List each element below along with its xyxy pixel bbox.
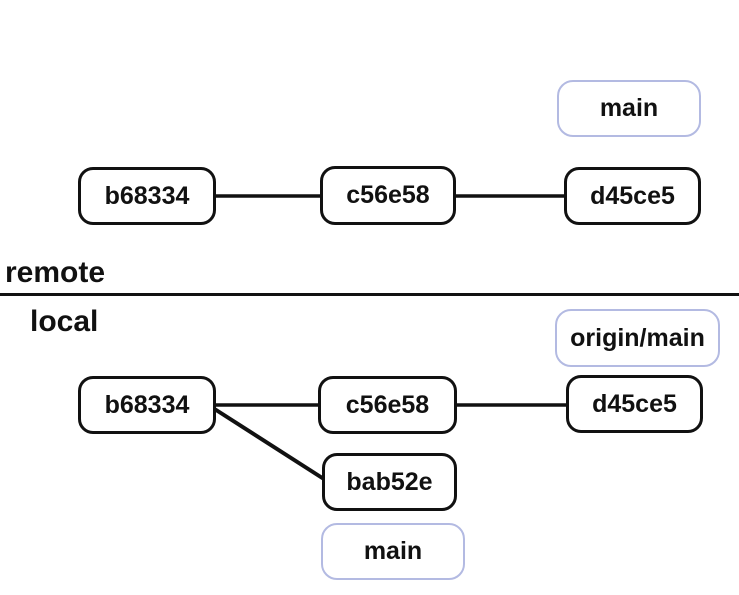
remote-local-divider-line bbox=[0, 293, 739, 296]
commit-node-local-d45ce5: d45ce5 bbox=[566, 375, 703, 433]
commit-node-local-c56e58: c56e58 bbox=[318, 376, 457, 434]
local-branch-connector-line bbox=[211, 406, 329, 483]
branch-label-local-main: main bbox=[321, 523, 465, 580]
commit-node-remote-d45ce5: d45ce5 bbox=[564, 167, 701, 225]
branch-label-local-origin-main: origin/main bbox=[555, 309, 720, 367]
commit-node-remote-b68334: b68334 bbox=[78, 167, 216, 225]
commit-node-remote-c56e58: c56e58 bbox=[320, 166, 456, 225]
section-label-local: local bbox=[30, 305, 99, 338]
commit-node-local-b68334: b68334 bbox=[78, 376, 216, 434]
commit-node-local-bab52e: bab52e bbox=[322, 453, 457, 511]
section-label-remote: remote bbox=[5, 256, 106, 289]
branch-label-remote-main: main bbox=[557, 80, 701, 137]
